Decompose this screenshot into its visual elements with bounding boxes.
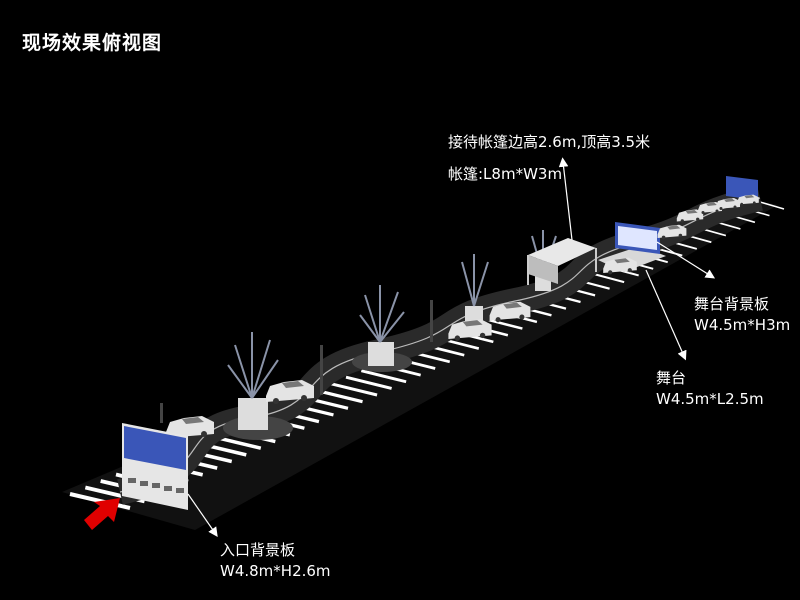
entrance-backdrop-name: 入口背景板 (220, 541, 296, 559)
page-title: 现场效果俯视图 (22, 32, 163, 54)
leader-stage-backdrop (656, 241, 716, 279)
stage-backdrop-label: 舞台背景板 W4.5m*H3m (694, 294, 790, 336)
car (716, 198, 740, 210)
display-platform-1 (223, 332, 293, 440)
stage-name: 舞台 (656, 369, 687, 387)
car (489, 301, 531, 323)
entrance-backdrop-size: W4.8m*H2.6m (220, 562, 331, 580)
red-arrow-icon (84, 498, 120, 530)
reception-tent (527, 238, 597, 285)
leader-entrance-backdrop (187, 493, 218, 537)
car (266, 380, 314, 404)
stripe (591, 272, 625, 284)
display-platform-2 (352, 285, 412, 372)
leader-stage (645, 269, 687, 361)
display-platform-3 (461, 254, 489, 322)
car (448, 319, 492, 341)
leader-tent (558, 157, 573, 241)
tent-size-label: 帐篷:L8m*W3m (448, 165, 563, 183)
stripe (360, 369, 407, 384)
tent-height-label: 接待帐篷边高2.6m,顶高3.5米 (448, 133, 651, 151)
cars (166, 194, 759, 440)
car (657, 224, 687, 240)
leader-lines (187, 157, 716, 537)
car (603, 257, 637, 275)
stage-size: W4.5m*L2.5m (656, 390, 764, 408)
stripe (330, 382, 378, 397)
entrance-backdrop-label: 入口背景板 W4.8m*H2.6m (220, 540, 331, 582)
car (698, 202, 722, 214)
far-backdrop (726, 176, 758, 200)
car (676, 209, 704, 223)
stage-backdrop-size: W4.5m*H3m (694, 316, 791, 334)
stage-backdrop-name: 舞台背景板 (694, 295, 770, 313)
car (737, 194, 759, 206)
stripe (759, 201, 785, 210)
stage-label: 舞台 W4.5m*L2.5m (656, 368, 764, 410)
stripe (345, 375, 392, 390)
poles (160, 300, 433, 423)
stripe (69, 492, 131, 510)
stage-backdrop (615, 222, 660, 254)
entrance-backdrop (122, 423, 188, 510)
